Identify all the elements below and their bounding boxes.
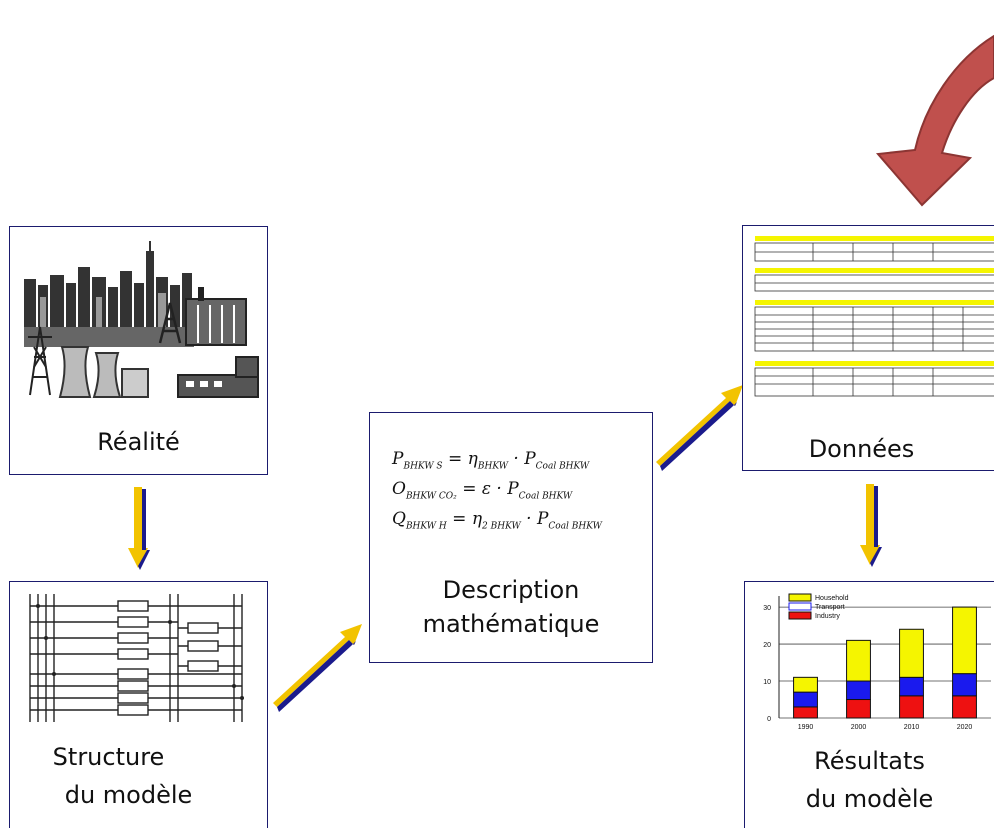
bar-segment-household bbox=[899, 628, 924, 678]
structure-box: Structure du modèle bbox=[9, 581, 268, 828]
bar-segment-industry bbox=[793, 706, 818, 719]
description-label-line1: Description bbox=[442, 576, 580, 604]
realite-label: Réalité bbox=[97, 428, 180, 456]
structure-label-line2: du modèle bbox=[64, 781, 193, 809]
y-tick-label: 0 bbox=[767, 716, 771, 723]
equation-3: QBHKW H = η2 BHKW · PCoal BHKW bbox=[392, 509, 602, 532]
legend-swatch-transport bbox=[788, 602, 812, 611]
x-tick-label: 2020 bbox=[957, 724, 973, 731]
bar-segment-transport bbox=[846, 680, 871, 701]
data-tables-illustration bbox=[754, 236, 994, 397]
description-box: PBHKW S = ηBHKW · PCoal BHKW OBHKW CO₂ =… bbox=[369, 412, 653, 663]
donnees-label: Données bbox=[808, 435, 915, 463]
donnees-box: Données bbox=[742, 225, 994, 471]
x-tick-label: 2010 bbox=[904, 724, 920, 731]
x-tick-label: 1990 bbox=[798, 724, 814, 731]
equation-2: OBHKW CO₂ = ε · PCoal BHKW bbox=[392, 479, 573, 502]
x-tick-label: 2000 bbox=[851, 724, 867, 731]
bar-segment-transport bbox=[899, 676, 924, 697]
y-tick-label: 20 bbox=[763, 642, 771, 649]
legend-label-industry: Industry bbox=[815, 613, 840, 620]
bar-segment-transport bbox=[952, 673, 977, 697]
structure-label-line1: Structure bbox=[52, 743, 165, 771]
city-industry-illustration bbox=[24, 241, 259, 398]
y-tick-label: 30 bbox=[763, 605, 771, 612]
resultats-label-line1: Résultats bbox=[814, 747, 925, 775]
bar-segment-household bbox=[952, 606, 977, 675]
bar-segment-transport bbox=[793, 691, 818, 708]
circuit-diagram bbox=[29, 594, 244, 722]
bar-segment-household bbox=[846, 639, 871, 682]
description-label-line2: mathématique bbox=[422, 610, 600, 638]
results-stacked-bar-chart: 0 10 20 30 1990 2000 2010 2020 HouseholdTranspor… bbox=[763, 593, 991, 731]
legend-swatch-industry bbox=[788, 611, 812, 620]
bar-segment-industry bbox=[899, 695, 924, 719]
realite-box: Réalité bbox=[9, 226, 268, 475]
y-tick-label: 10 bbox=[763, 679, 771, 686]
bar-segment-household bbox=[793, 676, 818, 693]
resultats-label-line2: du modèle bbox=[805, 785, 934, 813]
legend-label-household: Household bbox=[815, 595, 849, 602]
bar-segment-industry bbox=[952, 695, 977, 719]
legend-label-transport: Transport bbox=[815, 604, 845, 611]
equation-1: PBHKW S = ηBHKW · PCoal BHKW bbox=[392, 449, 590, 472]
bar-segment-industry bbox=[846, 699, 871, 719]
legend-swatch-household bbox=[788, 593, 812, 602]
